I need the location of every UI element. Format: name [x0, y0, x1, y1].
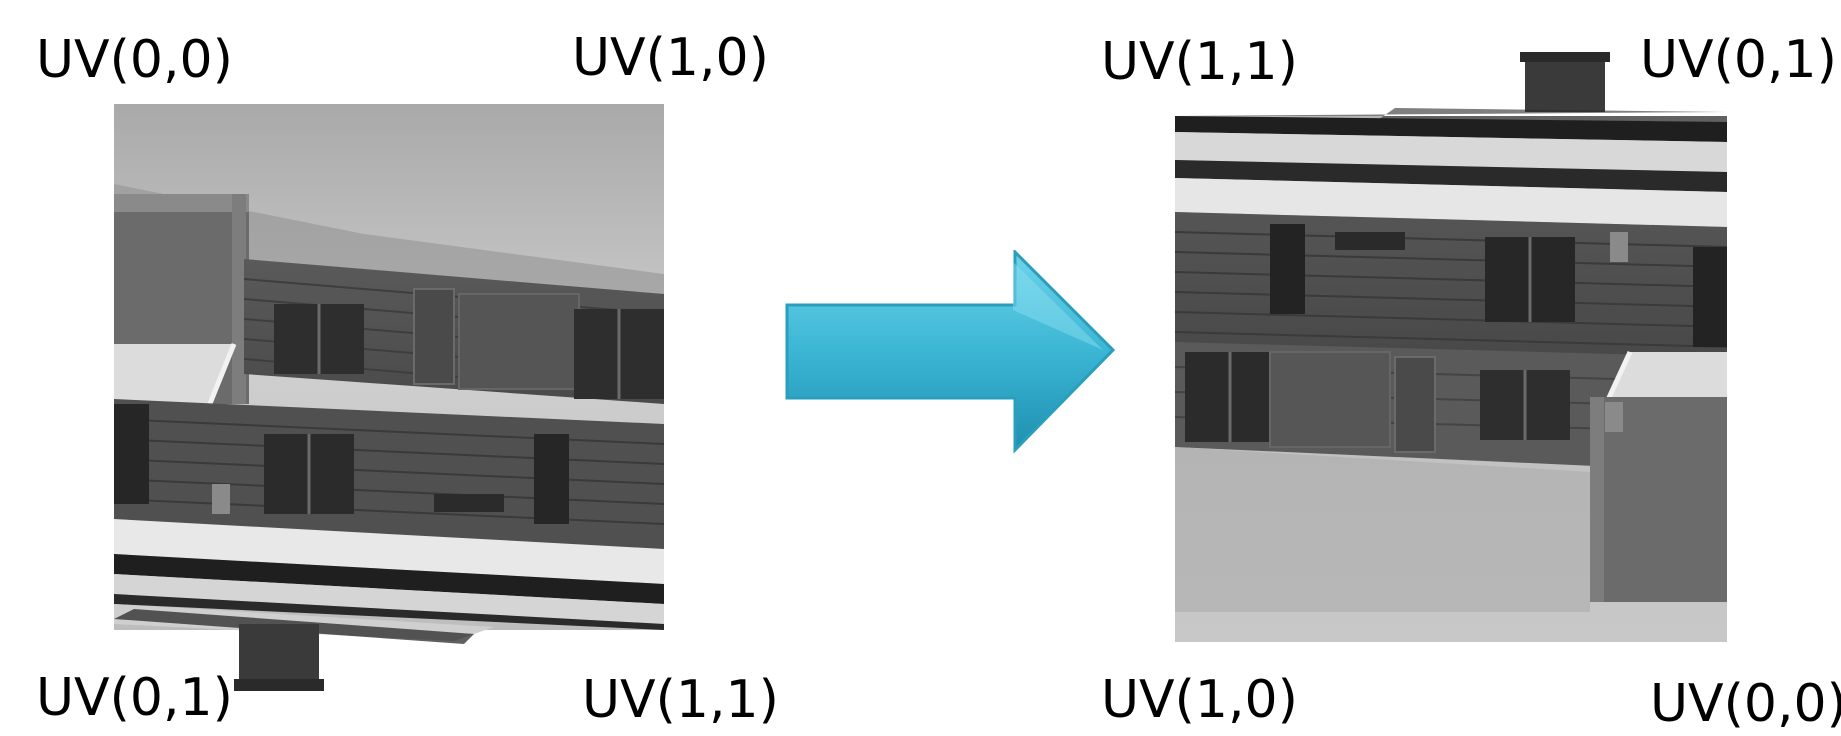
left-top-right-uv-label: UV(1,0): [572, 28, 769, 88]
right-bottom-left-uv-label: UV(1,0): [1101, 670, 1298, 730]
left-texture-image: [113, 104, 665, 691]
right-arrow-icon: [785, 250, 1115, 454]
right-top-left-uv-label: UV(1,1): [1101, 32, 1298, 92]
right-bottom-right-uv-label: UV(0,0): [1650, 674, 1841, 734]
left-bottom-left-uv-label: UV(0,1): [36, 668, 233, 728]
right-texture-image: [1174, 52, 1728, 642]
left-bottom-right-uv-label: UV(1,1): [582, 670, 779, 730]
left-top-left-uv-label: UV(0,0): [36, 30, 233, 90]
right-top-right-uv-label: UV(0,1): [1640, 30, 1837, 90]
